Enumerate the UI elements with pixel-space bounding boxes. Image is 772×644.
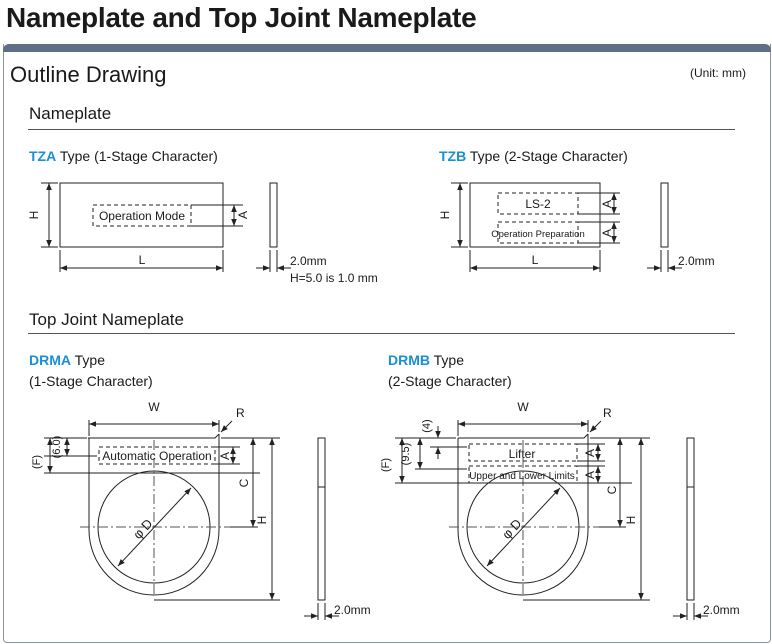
tzb-thickness: 2.0mm bbox=[678, 254, 715, 268]
drma-c-label: C bbox=[237, 478, 251, 487]
top-joint-heading: Top Joint Nameplate bbox=[29, 310, 184, 329]
drmb-text-area-1 bbox=[468, 443, 578, 462]
section-title: Outline Drawing bbox=[10, 62, 167, 87]
tzb-plate-text-2: Operation Preparation bbox=[491, 229, 584, 240]
drma-drawing bbox=[44, 420, 339, 620]
drmb-drawing bbox=[395, 420, 708, 620]
tzb-code: TZB bbox=[439, 148, 467, 164]
drmb-w-label: W bbox=[517, 400, 529, 414]
drmb-plate-text-2: Upper and Lower Limits bbox=[469, 471, 575, 482]
drmb-4-label: (4) bbox=[421, 419, 433, 432]
tza-a-label: A bbox=[236, 211, 250, 219]
tza-type-label: TZA Type (1-Stage Character) bbox=[29, 146, 218, 167]
tza-thickness: 2.0mm bbox=[290, 254, 327, 268]
tzb-label-text: Type (2-Stage Character) bbox=[466, 148, 628, 164]
drma-label-text: Type bbox=[71, 352, 105, 368]
tzb-l-label: L bbox=[532, 253, 539, 267]
tza-text-area bbox=[92, 204, 192, 227]
unit-note: (Unit: mm) bbox=[690, 66, 746, 80]
drmb-label-text: Type bbox=[430, 352, 464, 368]
drmb-a-label-2: A bbox=[583, 471, 597, 479]
drma-r-label: R bbox=[236, 406, 245, 420]
tzb-text-area-2 bbox=[497, 221, 579, 244]
drma-f-label: (F) bbox=[31, 455, 43, 469]
tzb-drawing bbox=[451, 182, 682, 272]
nameplate-divider bbox=[28, 129, 735, 130]
drmb-code: DRMB bbox=[388, 352, 430, 368]
drma-code: DRMA bbox=[29, 352, 71, 368]
drma-dim-r bbox=[220, 420, 233, 433]
tzb-type-label: TZB Type (2-Stage Character) bbox=[439, 146, 628, 167]
drmb-95-label: (9.5) bbox=[400, 443, 412, 466]
drma-w-label: W bbox=[148, 400, 160, 414]
tza-plate-text: Operation Mode bbox=[99, 209, 185, 223]
drmb-dim-d bbox=[486, 487, 561, 567]
drmb-c-label: C bbox=[605, 485, 619, 494]
tza-l-label: L bbox=[139, 253, 146, 267]
tzb-a-label-1: A bbox=[600, 200, 614, 208]
tzb-side-view bbox=[660, 182, 669, 248]
content-panel bbox=[3, 44, 771, 643]
tzb-plate-text-1: LS-2 bbox=[525, 197, 551, 211]
drmb-side-view bbox=[686, 437, 695, 601]
drma-6-label: (6.0) bbox=[51, 436, 63, 459]
page-title: Nameplate and Top Joint Nameplate bbox=[6, 2, 477, 33]
drmb-a-label-1: A bbox=[583, 449, 597, 457]
drma-plate-text: Automatic Operation bbox=[102, 449, 211, 463]
tza-plate bbox=[59, 182, 224, 248]
tzb-a-label-2: A bbox=[600, 229, 614, 237]
drmb-h-label: H bbox=[624, 516, 638, 525]
drmb-label-sub: (2-Stage Character) bbox=[388, 373, 512, 389]
drmb-thickness: 2.0mm bbox=[703, 603, 740, 617]
nameplate-heading: Nameplate bbox=[29, 104, 112, 123]
drmb-type-label: DRMB Type (2-Stage Character) bbox=[388, 350, 512, 392]
drma-type-label: DRMA Type (1-Stage Character) bbox=[29, 350, 153, 392]
drma-side-view bbox=[317, 437, 326, 601]
panel-header-bar bbox=[3, 44, 771, 52]
drma-h-label: H bbox=[255, 516, 269, 525]
drmb-f-label: (F) bbox=[380, 458, 392, 472]
drma-text-area bbox=[98, 446, 216, 465]
top-joint-divider bbox=[28, 333, 735, 334]
tzb-h-label: H bbox=[438, 211, 452, 220]
tza-label-text: Type (1-Stage Character) bbox=[56, 148, 218, 164]
tza-drawing bbox=[41, 182, 291, 272]
tza-h-label: H bbox=[27, 211, 41, 220]
drmb-dim-r bbox=[589, 420, 602, 433]
tza-code: TZA bbox=[29, 148, 57, 164]
tza-thickness-note: H=5.0 is 1.0 mm bbox=[290, 271, 378, 285]
drmb-plate-text-1: Lifter bbox=[509, 447, 536, 461]
drma-dim-d bbox=[117, 487, 192, 567]
drma-label-sub: (1-Stage Character) bbox=[29, 373, 153, 389]
drma-a-label: A bbox=[218, 452, 232, 460]
tzb-text-area-1 bbox=[497, 192, 579, 215]
tza-side-view bbox=[269, 182, 278, 248]
drma-thickness: 2.0mm bbox=[334, 603, 371, 617]
drmb-r-label: R bbox=[603, 406, 612, 420]
